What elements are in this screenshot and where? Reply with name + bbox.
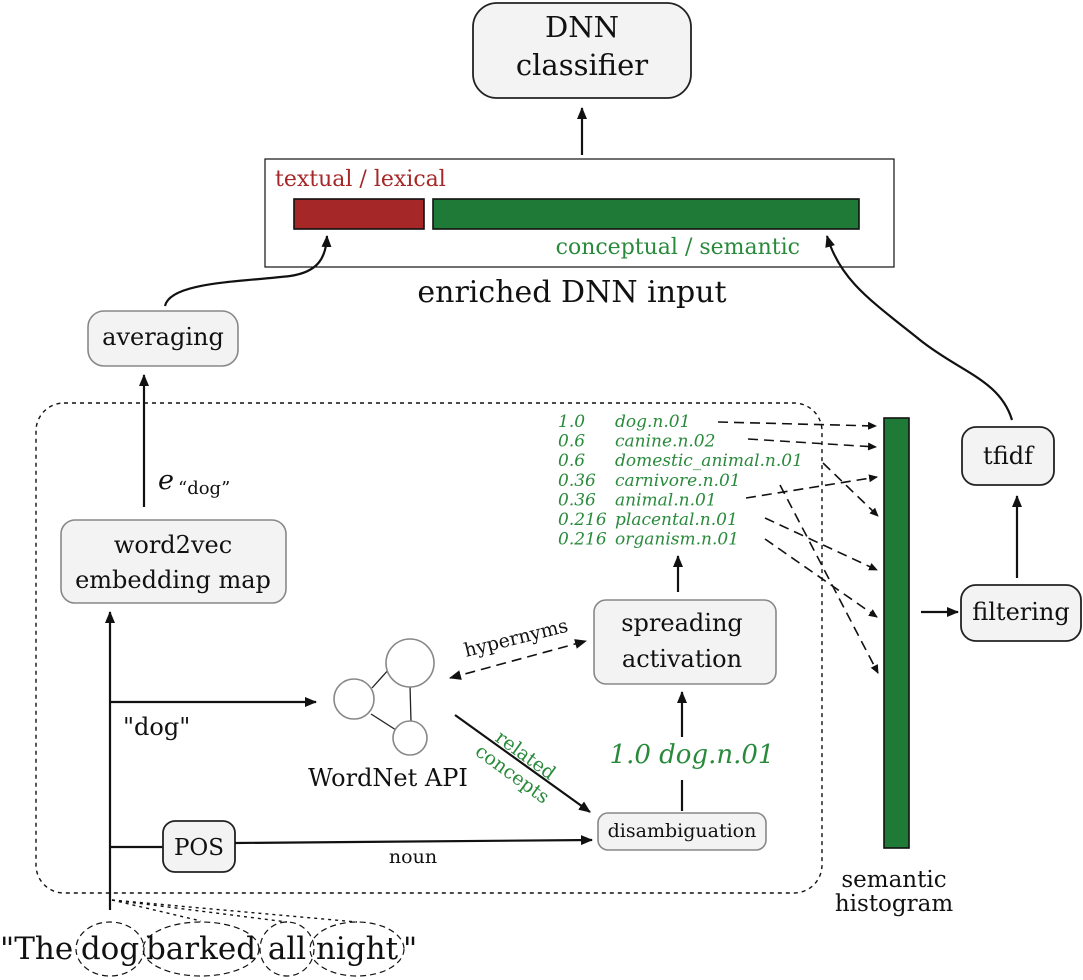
input-sentence: "The dog barked all night ": [0, 921, 417, 977]
concept-row: 0.6 domestic_animal.n.01: [558, 451, 803, 471]
processing-container: [35, 402, 823, 894]
concept-synset: organism.n.01: [615, 530, 739, 550]
wordnet-graph-icon: [333, 638, 435, 756]
disambiguated-sense-label: 1.0 dog.n.01: [610, 740, 775, 770]
sentence-open-quote: "The: [0, 931, 73, 967]
tfidf-label: tfidf: [983, 442, 1035, 470]
enriched-input-caption: enriched DNN input: [417, 275, 726, 310]
word-to-trunk-lines: [111, 899, 358, 923]
sentence-close-quote: ": [403, 931, 417, 967]
concept-synset: canine.n.02: [615, 432, 715, 452]
tfidf-node: tfidf: [961, 426, 1055, 486]
wordnet-to-disambiguation-arrow: [454, 714, 591, 813]
lexical-segment: [293, 198, 425, 230]
pos-node: POS: [162, 820, 236, 873]
concept-row: 0.36 carnivore.n.01: [558, 471, 741, 491]
concept-synset: domestic_animal.n.01: [615, 451, 803, 471]
concept-to-histogram-arrows: [717, 421, 879, 674]
sentence-word-all: all: [268, 931, 306, 967]
word2vec-label-line1: word2vec: [114, 531, 232, 559]
averaging-node: averaging: [87, 310, 239, 367]
concept-weight: 0.36: [558, 471, 596, 491]
concept-list: 1.0 dog.n.01 0.6 canine.n.02 0.6 domestic_ani…: [558, 412, 803, 550]
concept-weight: 0.36: [558, 490, 596, 510]
filtering-node: filtering: [960, 584, 1082, 642]
semantic-label: conceptual / semantic: [556, 235, 800, 260]
dog-token-label: "dog": [123, 713, 190, 741]
sentence-word-night: night: [316, 931, 399, 967]
spreading-activation-node: spreading activation: [593, 599, 777, 685]
embedding-subscript: “dog”: [178, 478, 230, 499]
filtering-label: filtering: [972, 598, 1070, 626]
concept-synset: dog.n.01: [615, 412, 690, 432]
concept-synset: carnivore.n.01: [615, 471, 741, 491]
concept-weight: 1.0: [558, 412, 585, 432]
dnn-classifier-node: DNN classifier: [472, 2, 692, 99]
embedding-label: e “dog”: [158, 465, 230, 499]
pos-to-disambiguation-arrow: [234, 835, 593, 846]
concept-row: 0.36 animal.n.01: [558, 490, 717, 510]
semantic-histogram-label-line1: semantic: [841, 867, 946, 893]
disambiguation-node: disambiguation: [597, 812, 767, 851]
concept-row: 0.6 canine.n.02: [558, 432, 715, 452]
concept-weight: 0.216: [558, 530, 607, 550]
tfidf-to-semantic-arrow: [825, 235, 1014, 421]
semantic-histogram-bar: [883, 417, 910, 849]
concept-row: 1.0 dog.n.01: [558, 412, 690, 432]
averaging-to-lexical-arrow: [163, 235, 332, 307]
concept-synset: animal.n.01: [615, 490, 717, 510]
word2vec-label-line2: embedding map: [75, 566, 271, 594]
averaging-label: averaging: [102, 323, 224, 351]
semantic-histogram-label-line2: histogram: [835, 891, 953, 917]
concept-row: 0.216 placental.n.01: [558, 510, 738, 530]
dnn-classifier-label-line2: classifier: [516, 48, 648, 82]
hypernyms-arrow: [449, 639, 587, 680]
wordnet-api-label: WordNet API: [308, 764, 468, 792]
concept-weight: 0.216: [558, 510, 607, 530]
lexical-label: textual / lexical: [275, 167, 446, 192]
related-concepts-label: related concepts: [471, 726, 560, 808]
dnn-classifier-label-line1: DNN: [545, 10, 619, 44]
concept-weight: 0.6: [558, 432, 585, 452]
concept-row: 0.216 organism.n.01: [558, 530, 739, 550]
pos-label: POS: [174, 835, 224, 861]
disambiguation-label: disambiguation: [608, 820, 757, 842]
sentence-word-dog: dog: [81, 931, 139, 967]
sentence-word-barked: barked: [146, 931, 256, 967]
word2vec-node: word2vec embedding map: [60, 519, 287, 604]
concept-weight: 0.6: [558, 451, 585, 471]
noun-label: noun: [389, 846, 437, 868]
semantic-segment: [432, 198, 860, 230]
embedding-symbol: e: [158, 465, 174, 496]
enriched-input-panel: textual / lexical conceptual / semantic: [264, 158, 895, 268]
spreading-activation-label-line1: spreading: [621, 609, 743, 637]
hypernyms-label: hypernyms: [462, 615, 570, 662]
concept-synset: placental.n.01: [615, 510, 738, 530]
spreading-activation-label-line2: activation: [622, 645, 742, 673]
